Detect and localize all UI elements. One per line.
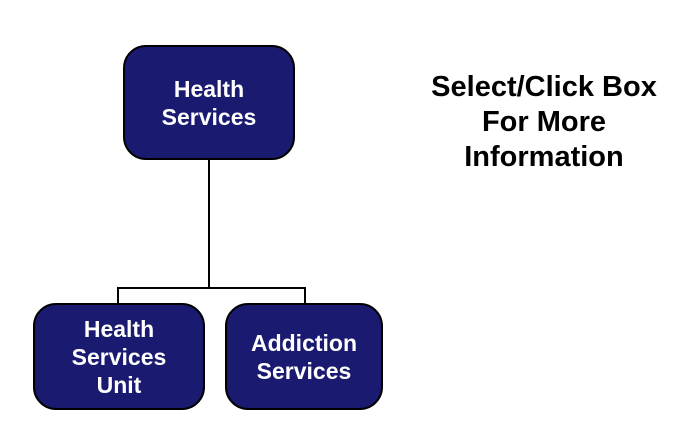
node-label: Health Services <box>161 75 257 130</box>
node-label: Addiction Services <box>250 329 358 384</box>
connector-stem <box>208 160 210 288</box>
connector-drop-right <box>304 287 306 304</box>
connector-drop-left <box>117 287 119 304</box>
node-health-services[interactable]: Health Services <box>123 45 295 160</box>
node-health-services-unit[interactable]: Health Services Unit <box>33 303 205 410</box>
instruction-text: Select/Click Box For More Information <box>431 71 657 173</box>
node-label: Health Services Unit <box>71 315 167 398</box>
node-addiction-services[interactable]: Addiction Services <box>225 303 383 410</box>
connector-crossbar <box>117 287 306 289</box>
